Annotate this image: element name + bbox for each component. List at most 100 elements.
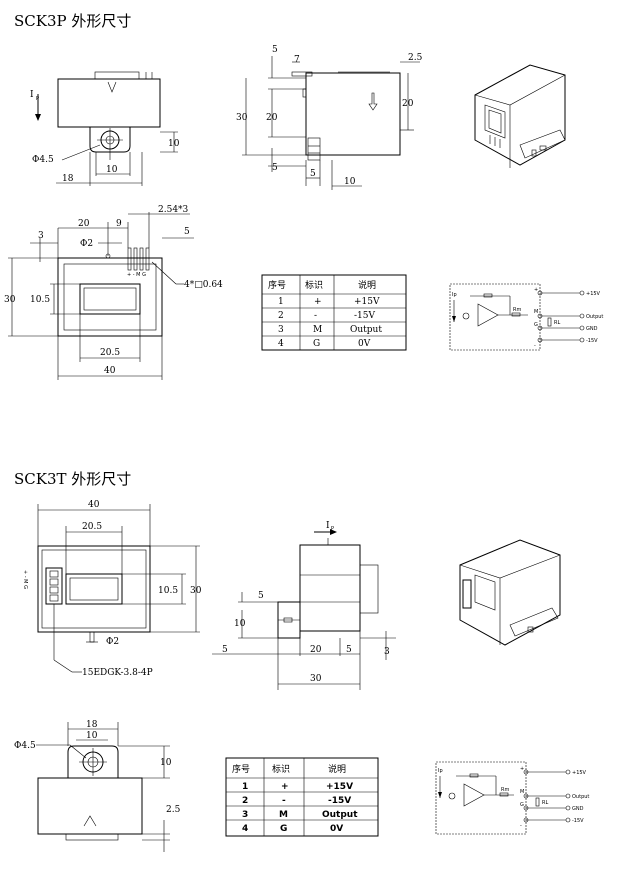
table-cell: +15V: [354, 297, 380, 307]
sck3p-ip-label: I: [30, 90, 34, 100]
table-cell: 3: [278, 325, 284, 335]
circuit-pin-label: -: [520, 823, 522, 829]
circuit-terminal-label: +15V: [572, 770, 587, 776]
circuit-ip: Ip: [438, 768, 443, 774]
table-cell: G: [313, 339, 320, 349]
dim-bottom-9: 9: [116, 219, 122, 229]
table-header-index: 序号: [232, 763, 250, 775]
dim-hole-dia: Φ4.5: [32, 155, 54, 165]
dim-t-30: 30: [190, 586, 202, 596]
dim-bottom-20-5: 20.5: [100, 348, 120, 358]
circuit-rm: Rm: [513, 307, 521, 313]
sck3t-3d-view: [459, 539, 561, 646]
table-header-desc: 说明: [358, 279, 376, 291]
circuit-pin-label: G: [520, 802, 524, 808]
dim-t-front-10a: 10: [86, 731, 98, 741]
circuit-terminal-label: GND: [586, 326, 598, 332]
dim-t-front-2-5: 2.5: [166, 805, 181, 815]
dim-t-front-hole: Φ4.5: [14, 741, 36, 751]
circuit-pin-label: M: [520, 789, 524, 795]
sck3p-front-view: I P Φ4.5 10 10 18: [30, 71, 180, 186]
circuit-ip: Ip: [452, 292, 457, 298]
dim-bottom-3: 3: [38, 231, 44, 241]
dim-t-front-18: 18: [86, 720, 98, 730]
dim-t-side-5b: 5: [222, 645, 228, 655]
table-cell: Output: [350, 325, 382, 335]
dim-t-side-10: 10: [234, 619, 246, 629]
table-cell: 3: [242, 810, 248, 820]
circuit-rl: RL: [554, 320, 560, 326]
dim-side-top: 5: [272, 45, 278, 55]
table-cell: 4: [242, 824, 248, 834]
circuit-pin-label: +: [520, 766, 524, 772]
table-cell: G: [280, 824, 287, 834]
sck3p-circuit: Ip Rm RL + M G - +15V Output GND -15V: [449, 283, 603, 351]
dim-side-pin: 5: [272, 163, 278, 173]
circuit-terminal-label: Output: [572, 794, 589, 800]
table-cell: -: [282, 796, 286, 806]
circuit-terminal-label: Output: [586, 314, 603, 320]
table-cell: Output: [322, 810, 358, 820]
table-cell: -15V: [328, 796, 351, 806]
dim-side-edge: 2.5: [408, 53, 423, 63]
dim-t-phi2: Φ2: [106, 637, 119, 647]
dim-bottom-30: 30: [4, 295, 16, 305]
sck3p-3d-view: [474, 64, 566, 168]
circuit-rl: RL: [542, 800, 548, 806]
dim-side-tab: 7: [294, 55, 300, 65]
circuit-pin-label: -: [534, 343, 536, 349]
sck3t-circuit: Ip Rm RL + M G - +15V Output GND -15V: [435, 761, 589, 835]
sck3p-pin-table: 序号 标识 说明 1 + +15V 2 - -15V 3 M Output 4 …: [261, 274, 407, 351]
table-cell: M: [279, 810, 288, 820]
circuit-pin-label: +: [534, 287, 538, 293]
table-header-desc: 说明: [328, 763, 346, 775]
table-cell: -: [314, 311, 317, 321]
connector-label: 15EDGK-3.8-4P: [82, 668, 153, 678]
circuit-pin-label: G: [534, 322, 538, 328]
dim-bottom-pitch: 2.54*3: [158, 205, 189, 215]
dim-lug-width: 10: [106, 165, 118, 175]
circuit-terminal-label: -15V: [572, 818, 584, 824]
table-header-label: 标识: [305, 279, 323, 291]
dim-t-side-30: 30: [310, 674, 322, 684]
sck3t-ip-label: I: [326, 521, 330, 531]
table-cell: 4: [278, 339, 284, 349]
table-cell: +15V: [326, 782, 353, 792]
table-cell: -15V: [354, 311, 375, 321]
section-title-sck3t: SCK3T 外形尺寸: [14, 470, 131, 488]
dim-t-10-5: 10.5: [158, 586, 178, 596]
dim-bottom-40: 40: [104, 366, 116, 376]
circuit-pin-label: M: [534, 309, 538, 315]
table-cell: M: [313, 325, 322, 335]
dim-side-height: 30: [236, 113, 248, 123]
table-cell: +: [281, 782, 289, 792]
dim-bottom-20: 20: [78, 219, 90, 229]
dim-side-pinw: 5: [310, 169, 316, 179]
table-cell: 0V: [358, 339, 371, 349]
dim-side-inner: 20: [266, 113, 278, 123]
dim-t-40: 40: [88, 500, 100, 510]
sck3t-pin-table: 序号 标识 说明 1 + +15V 2 - -15V 3 M Output 4 …: [225, 757, 379, 837]
sck3t-pin-letters: + - M G: [22, 570, 28, 589]
sck3t-side-view: I P 5 10 5 20 5 3 30: [212, 521, 396, 690]
sck3p-side-view: 5 7 2.5 30 20 20 5 5 10: [236, 45, 423, 190]
table-header-label: 标识: [272, 763, 290, 775]
dim-t-side-5a: 5: [258, 591, 264, 601]
circuit-terminal-label: GND: [572, 806, 584, 812]
sck3p-ip-subscript: P: [36, 96, 39, 102]
dim-t-side-20: 20: [310, 645, 322, 655]
dim-lug-offset: 18: [62, 174, 74, 184]
table-cell: +: [314, 297, 322, 307]
sck3p-pin-letters: + - M G: [127, 272, 146, 278]
dim-t-side-5c: 5: [346, 645, 352, 655]
circuit-rm: Rm: [501, 787, 509, 793]
dim-side-bottom: 10: [344, 177, 356, 187]
sck3t-ip-subscript: P: [331, 526, 334, 532]
table-cell: 1: [242, 782, 248, 792]
dim-bottom-10-5: 10.5: [30, 295, 50, 305]
dim-side-right: 20: [402, 99, 414, 109]
table-cell: 2: [278, 311, 284, 321]
dim-lug-height: 10: [168, 139, 180, 149]
dim-t-20-5: 20.5: [82, 522, 102, 532]
